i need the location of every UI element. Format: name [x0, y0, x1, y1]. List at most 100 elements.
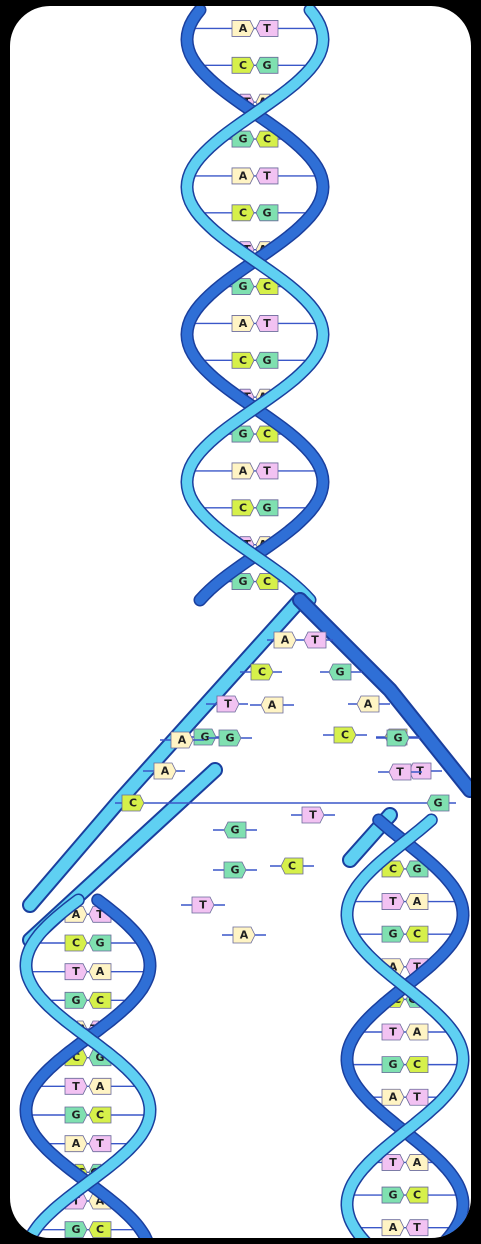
base-label: G [393, 732, 402, 745]
base-label: T [413, 1091, 421, 1104]
base-label: T [389, 895, 397, 908]
nucleotide-G: G [387, 730, 409, 746]
base-label: G [335, 666, 344, 679]
nucleotide-G: G [382, 1057, 404, 1073]
nucleotide-T: T [89, 1136, 111, 1152]
base-label: C [96, 1109, 104, 1122]
nucleotide-G: G [256, 205, 278, 221]
base-label: G [225, 732, 234, 745]
nucleotide-G: G [256, 500, 278, 516]
nucleotide-T: T [409, 763, 431, 779]
base-label: T [263, 464, 271, 477]
base-label: T [389, 1026, 397, 1039]
nucleotide-C: C [89, 1107, 111, 1123]
nucleotide-T: T [65, 964, 87, 980]
nucleotide-A: A [89, 1078, 111, 1094]
base-label: T [199, 899, 207, 912]
base-label: G [200, 731, 209, 744]
nucleotide-G: G [65, 1107, 87, 1123]
base-label: G [262, 501, 271, 514]
base-label: A [96, 1080, 105, 1093]
base-label: G [71, 1223, 80, 1236]
nucleotide-G: G [65, 992, 87, 1008]
base-label: T [311, 634, 319, 647]
nucleotide-G: G [224, 862, 246, 878]
base-label: T [396, 766, 404, 779]
nucleotide-C: C [232, 205, 254, 221]
base-label: C [263, 428, 271, 441]
base-label: C [72, 937, 80, 950]
base-label: T [96, 1137, 104, 1150]
nucleotide-A: A [232, 463, 254, 479]
base-label: G [71, 994, 80, 1007]
base-label: C [389, 862, 397, 875]
nucleotide-C: C [89, 1222, 111, 1238]
nucleotide-T: T [256, 20, 278, 36]
nucleotide-T: T [302, 807, 324, 823]
nucleotide-T: T [65, 1078, 87, 1094]
base-label: C [239, 501, 247, 514]
nucleotide-T: T [406, 1089, 428, 1105]
nucleotide-T: T [382, 894, 404, 910]
nucleotide-A: A [274, 632, 296, 648]
base-label: A [239, 169, 248, 182]
nucleotide-T: T [389, 764, 411, 780]
base-label: C [413, 1058, 421, 1071]
base-label: A [72, 1137, 81, 1150]
base-label: C [239, 206, 247, 219]
base-label: C [263, 133, 271, 146]
nucleotide-C: C [122, 795, 144, 811]
nucleotide-G: G [329, 664, 351, 680]
nucleotide-A: A [382, 1220, 404, 1236]
nucleotide-A: A [406, 1024, 428, 1040]
nucleotide-G: G [382, 926, 404, 942]
base-label: C [129, 797, 137, 810]
nucleotide-A: A [261, 697, 283, 713]
nucleotide-T: T [304, 632, 326, 648]
base-label: C [258, 666, 266, 679]
nucleotide-C: C [89, 992, 111, 1008]
base-label: C [96, 1223, 104, 1236]
base-label: A [268, 699, 277, 712]
base-label: A [96, 965, 105, 978]
base-label: T [309, 809, 317, 822]
base-label: G [388, 1058, 397, 1071]
base-label: T [263, 317, 271, 330]
base-label: G [71, 1109, 80, 1122]
base-label: G [238, 133, 247, 146]
nucleotide-T: T [256, 168, 278, 184]
nucleotide-G: G [224, 822, 246, 838]
base-label: A [413, 895, 422, 908]
nucleotide-T: T [256, 463, 278, 479]
base-label: A [389, 1091, 398, 1104]
nucleotide-A: A [233, 927, 255, 943]
nucleotide-C: C [232, 352, 254, 368]
base-label: T [263, 22, 271, 35]
base-label: T [263, 169, 271, 182]
base-label: C [239, 354, 247, 367]
base-label: A [178, 734, 187, 747]
base-label: A [413, 1156, 422, 1169]
base-label: C [96, 994, 104, 1007]
base-label: A [239, 22, 248, 35]
base-label: G [433, 797, 442, 810]
nucleotide-A: A [232, 20, 254, 36]
base-label: A [161, 765, 170, 778]
base-label: C [263, 280, 271, 293]
nucleotide-C: C [65, 935, 87, 951]
nucleotide-A: A [232, 168, 254, 184]
nucleotide-T: T [192, 897, 214, 913]
nucleotide-A: A [154, 763, 176, 779]
base-label: A [240, 929, 249, 942]
nucleotide-A: A [89, 964, 111, 980]
base-label: A [239, 464, 248, 477]
nucleotide-G: G [65, 1222, 87, 1238]
nucleotide-T: T [406, 1220, 428, 1236]
base-label: A [413, 1026, 422, 1039]
nucleotide-C: C [406, 926, 428, 942]
base-label: T [72, 965, 80, 978]
base-label: T [413, 1221, 421, 1234]
nucleotide-G: G [256, 352, 278, 368]
